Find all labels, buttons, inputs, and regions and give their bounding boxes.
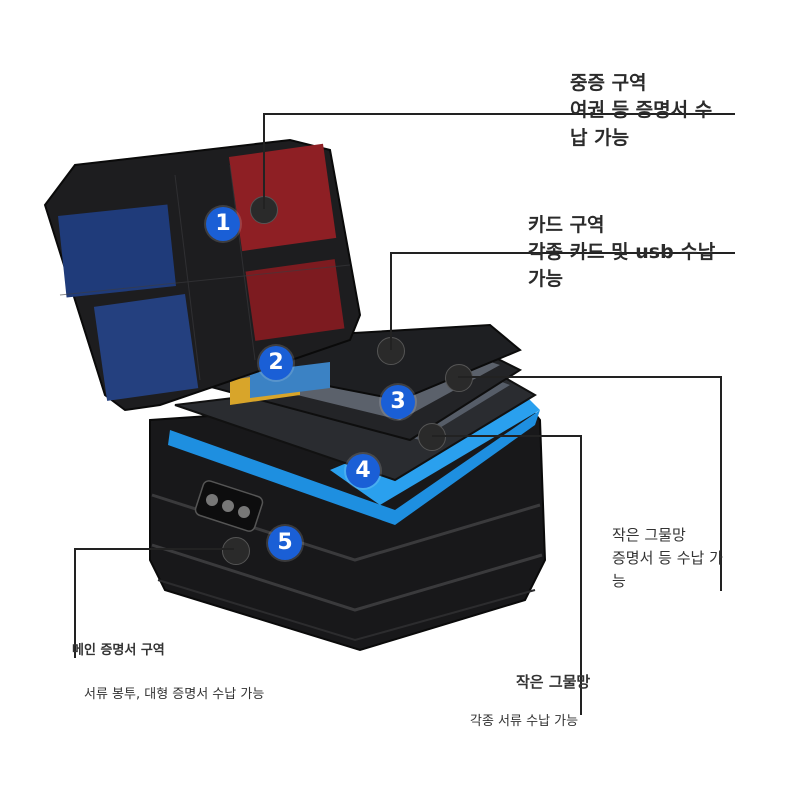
leader-line-mesh-lower-h	[432, 435, 580, 437]
pointer-dot-mesh-lower	[418, 423, 446, 451]
passport-zone-line3: 납 가능	[570, 127, 630, 149]
small-mesh-bottom-title: 작은 그물망	[516, 673, 591, 691]
card-zone-title: 카드 구역	[528, 214, 605, 236]
small-mesh-line3: 능	[612, 572, 626, 590]
main-zone-desc: 서류 봉투, 대형 증명서 수납 가능	[84, 687, 265, 702]
leader-line-mesh-lower-v	[580, 435, 582, 715]
leader-line-card-h	[390, 252, 735, 254]
small-mesh-line1: 작은 그물망	[612, 526, 686, 544]
small-mesh-bottom-desc: 각종 서류 수납 가능	[470, 714, 579, 729]
badge-1: 1	[206, 207, 240, 241]
passport-zone-line2: 여권 등 증명서 수	[570, 99, 713, 121]
pointer-dot-mesh-upper	[445, 364, 473, 392]
leader-line-main-h	[74, 548, 234, 550]
leader-line-passport-v	[263, 113, 265, 209]
small-mesh-line2: 증명서 등 수납 가	[612, 549, 723, 567]
passport-zone-title: 중증 구역	[570, 72, 647, 94]
badge-4: 4	[346, 454, 380, 488]
card-zone-line2: 각종 카드 및 usb 수납	[528, 241, 716, 263]
leader-line-main-v	[74, 548, 76, 658]
pointer-dot-main	[222, 537, 250, 565]
main-zone-title: 메인 증명서 구역	[72, 643, 165, 658]
badge-2: 2	[259, 346, 293, 380]
leader-line-mesh-upper-v	[720, 376, 722, 591]
badge-5: 5	[268, 526, 302, 560]
leader-line-card-v	[390, 252, 392, 350]
leader-line-passport-h	[263, 113, 735, 115]
card-zone-line3: 가능	[528, 268, 563, 290]
leader-line-mesh-upper-h	[458, 376, 720, 378]
badge-3: 3	[381, 385, 415, 419]
